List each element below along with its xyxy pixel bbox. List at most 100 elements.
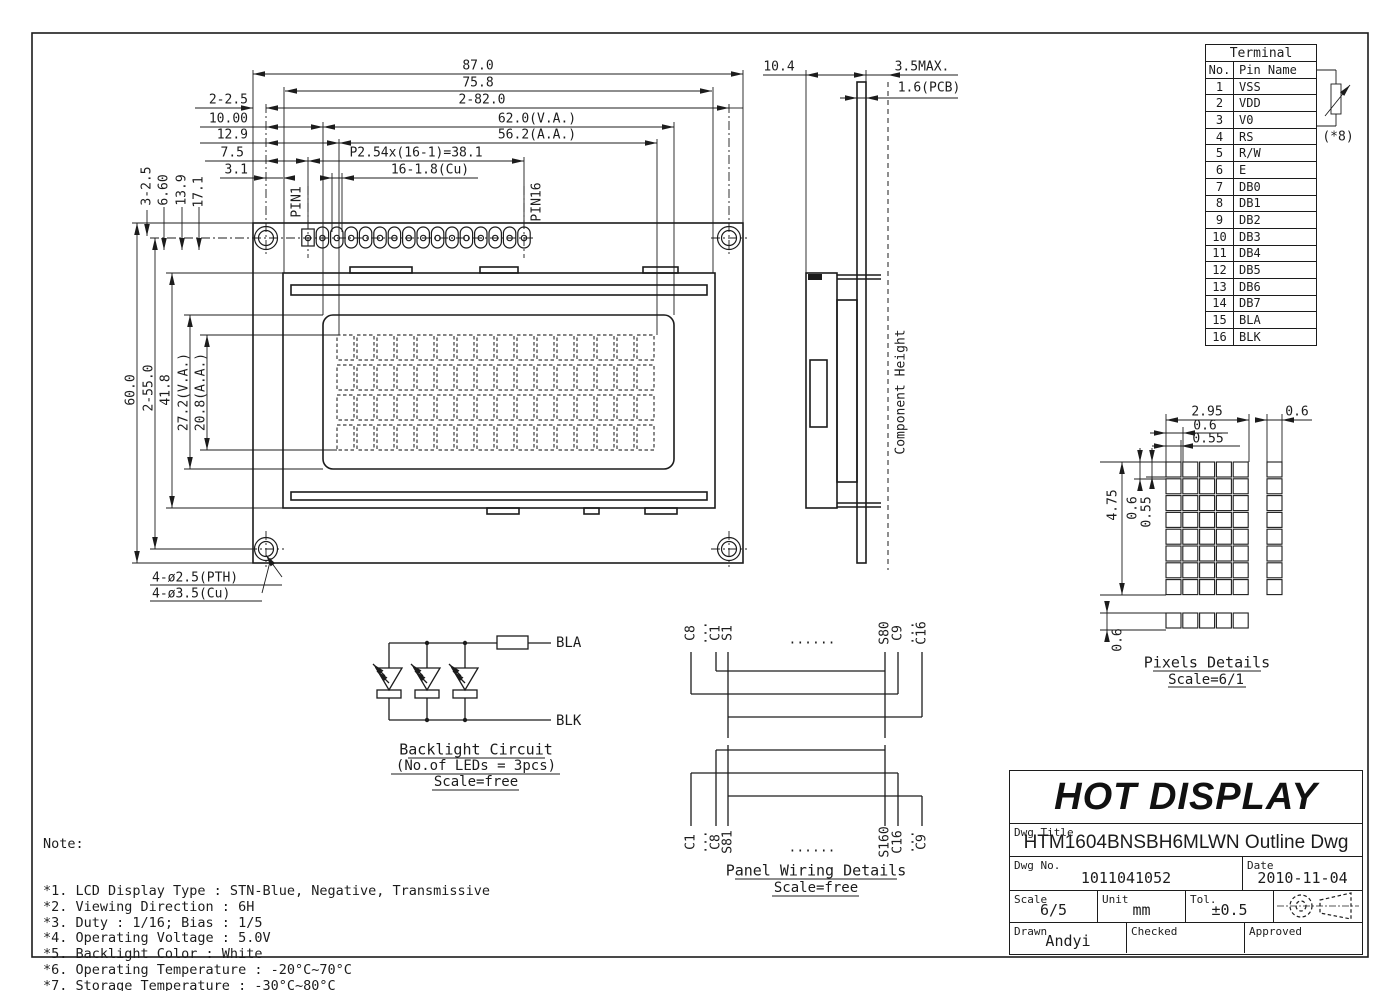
dim-16-1-8-cu: 16-1.8(Cu) xyxy=(390,162,470,178)
terminal-pin-name: V0 xyxy=(1239,112,1254,127)
pixels-details-scale: Scale=6/1 xyxy=(1168,672,1244,688)
terminal-table-header: No. Pin Name xyxy=(1206,62,1316,79)
note-item: *6. Operating Temperature : -20°C~70°C xyxy=(43,961,352,978)
wiring-label: C9 xyxy=(914,834,930,850)
terminal-pin-no: 13 xyxy=(1206,278,1234,295)
tol-label: Tol. xyxy=(1190,893,1217,906)
wiring-label: ...... xyxy=(788,632,836,648)
object-lines xyxy=(252,81,881,564)
note-item: *5. Backlight Color : White xyxy=(43,946,263,963)
dim-56-2-aa: 56.2(A.A.) xyxy=(497,127,577,143)
wiring-label: S1 xyxy=(720,625,736,641)
dim-13-9: 13.9 xyxy=(174,174,190,206)
projection-symbol-icon xyxy=(1277,892,1359,920)
terminal-pin-no: 12 xyxy=(1206,262,1234,278)
px-dim-4-75: 4.75 xyxy=(1105,489,1121,521)
dim-17-1: 17.1 xyxy=(191,176,207,208)
pin1-label: PIN1 xyxy=(289,186,305,218)
dim-6-60: 6.60 xyxy=(156,174,172,206)
wiring-label: S81 xyxy=(720,830,736,854)
terminal-pin-name: DB4 xyxy=(1239,246,1261,261)
component-height-label: Component Height xyxy=(893,329,909,455)
panel-wiring-lines xyxy=(690,652,923,826)
terminal-row: 12 DB5 xyxy=(1206,262,1316,279)
panel-wiring-scale: Scale=free xyxy=(773,880,859,896)
dwg-no-label: Dwg No. xyxy=(1014,859,1061,872)
terminal-pin-no: 10 xyxy=(1206,228,1234,245)
terminal-pin-no: 1 xyxy=(1206,78,1234,95)
terminal-pin-name: VSS xyxy=(1239,79,1261,94)
terminal-col-no: No. xyxy=(1206,62,1234,78)
terminal-pin-no: 7 xyxy=(1206,178,1234,195)
pixel-grid xyxy=(1165,461,1283,629)
px-dim-0-6-top: 0.6 xyxy=(1193,418,1217,434)
character-grid xyxy=(336,334,655,451)
terminal-row: 10 DB3 xyxy=(1206,228,1316,246)
scale-label: Scale xyxy=(1014,893,1048,906)
dim-12-9: 12.9 xyxy=(216,127,248,143)
note-item: *2. Viewing Direction : 6H xyxy=(43,898,255,915)
hole-callout-cu: 4-ø3.5(Cu) xyxy=(152,586,231,602)
wiring-label: C16 xyxy=(914,621,930,645)
backlight-subtitle: (No.of LEDs = 3pcs) xyxy=(395,758,557,774)
terminal-row: 13 DB6 xyxy=(1206,278,1316,296)
backlight-title: Backlight Circuit xyxy=(399,740,553,759)
terminal-pin-no: 16 xyxy=(1206,329,1234,345)
terminal-pin-no: 3 xyxy=(1206,112,1234,128)
drawn-value: Andyi xyxy=(1045,931,1091,950)
dim-3-5-max: 3.5MAX. xyxy=(894,59,950,75)
bla-label: BLA xyxy=(556,635,582,651)
note-item: *4. Operating Voltage : 5.0V xyxy=(43,930,271,947)
title-block: HOT DISPLAY Dwg Title HTM1604BNSBH6MLWN … xyxy=(1009,770,1363,955)
tol-value: ±0.5 xyxy=(1211,901,1248,919)
dim-60: 60.0 xyxy=(123,374,139,406)
note-item: *1. LCD Display Type : STN-Blue, Negativ… xyxy=(43,882,491,899)
dwg-no-value: 1011041052 xyxy=(1080,869,1172,887)
terminal-pin-no: 4 xyxy=(1206,128,1234,145)
terminal-pin-name: DB3 xyxy=(1239,229,1261,244)
terminal-pin-no: 8 xyxy=(1206,195,1234,212)
dim-41-8: 41.8 xyxy=(158,374,174,406)
dim-87: 87.0 xyxy=(462,58,494,74)
note-item: *3. Duty : 1/16; Bias : 1/5 xyxy=(43,914,263,931)
terminal-pin-name: BLA xyxy=(1239,313,1261,328)
blk-label: BLK xyxy=(556,713,582,729)
terminal-pin-no: 14 xyxy=(1206,295,1234,312)
dim-75-8: 75.8 xyxy=(462,75,494,91)
terminal-pin-name: DB6 xyxy=(1239,279,1261,294)
terminal-pin-no: 15 xyxy=(1206,312,1234,328)
px-dim-0-55-left: 0.55 xyxy=(1139,496,1155,528)
center-lines xyxy=(150,104,747,567)
dwg-title-label: Dwg Title xyxy=(1014,826,1074,839)
px-dim-0-6-bottom: 0.6 xyxy=(1110,628,1126,652)
company-logo: HOT DISPLAY xyxy=(1054,775,1318,818)
terminal-pin-name: E xyxy=(1239,162,1247,177)
dim-20-8-aa: 20.8(A.A.) xyxy=(193,352,209,432)
terminal-pin-name: DB5 xyxy=(1239,263,1261,278)
terminal-pin-no: 9 xyxy=(1206,212,1234,228)
note-item: *7. Storage Temperature : -30°C~80°C xyxy=(43,977,336,991)
dim-27-2-va: 27.2(V.A.) xyxy=(176,352,192,432)
dim-3-2-5: 3-2.5 xyxy=(139,166,155,206)
checked-label: Checked xyxy=(1131,925,1178,938)
sheet-border xyxy=(31,32,1369,958)
scale-value: 6/5 xyxy=(1039,901,1068,919)
unit-value: mm xyxy=(1132,901,1151,919)
dwg-title-value: HTM1604BNSBH6MLWN Outline Dwg xyxy=(1023,832,1349,853)
hole-circles xyxy=(253,225,742,562)
filled-marks xyxy=(424,274,822,723)
px-dim-0-6-left: 0.6 xyxy=(1125,496,1141,520)
px-dim-0-6-topright: 0.6 xyxy=(1285,404,1309,420)
